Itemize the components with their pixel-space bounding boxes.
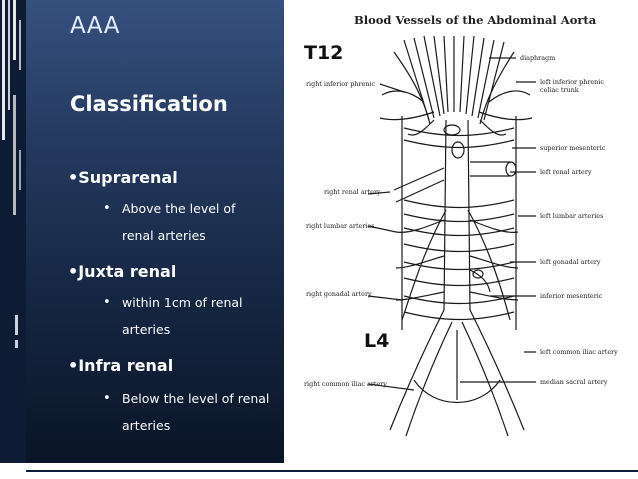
label-left-renal-artery: left renal artery	[540, 168, 592, 176]
left-panel: AAA Classification •Suprarenal • Above t…	[0, 0, 284, 463]
suprarenal-desc-line2: renal arteries	[122, 228, 206, 243]
footer-line	[26, 470, 638, 472]
vertebra-label-t12: T12	[304, 42, 344, 64]
label-left-inferior-phrenic: left inferior phrenic	[540, 78, 604, 86]
sub-bullet-dot: •	[103, 295, 111, 310]
sub-bullet-dot: •	[103, 201, 111, 216]
juxta-renal-desc-line2: arteries	[122, 322, 171, 337]
label-right-common-iliac: right common iliac artery	[304, 380, 387, 388]
juxta-renal-desc-line1: within 1cm of renal	[122, 295, 243, 310]
decorative-stripes	[0, 0, 26, 463]
vertebra-label-l4: L4	[364, 330, 390, 352]
label-left-gonadal-artery: left gonadal artery	[540, 258, 601, 266]
bullet-infra-renal: •Infra renal	[68, 356, 174, 375]
label-celiac-trunk: celiac trunk	[540, 86, 579, 94]
diagram-title: Blood Vessels of the Abdominal Aorta	[354, 13, 597, 27]
label-right-inferior-phrenic: right inferior phrenic	[306, 80, 376, 88]
label-left-common-iliac: left common iliac artery	[540, 348, 618, 356]
label-diaphragm: diaphragm	[520, 54, 556, 62]
label-right-renal-artery: right renal artery	[324, 188, 381, 196]
label-left-lumbar-arteries: left lumbar arteries	[540, 212, 604, 220]
suprarenal-desc-line1: Above the level of	[122, 201, 236, 216]
label-right-lumbar-arteries: right lumbar arteries	[306, 222, 375, 230]
label-right-gonadal-artery: right gonadal artery	[306, 290, 372, 298]
label-inferior-mesenteric: inferior mesenteric	[540, 292, 603, 300]
aorta-illustration	[367, 35, 536, 437]
infra-renal-desc-line2: arteries	[122, 418, 171, 433]
label-superior-mesenteric: superior mesenteric	[540, 144, 606, 152]
bullet-suprarenal: •Suprarenal	[68, 168, 178, 187]
infra-renal-desc-line1: Below the level of renal	[122, 391, 270, 406]
slide-title: AAA	[70, 13, 120, 39]
sub-bullet-dot: •	[103, 391, 111, 406]
section-heading: Classification	[70, 92, 228, 116]
aorta-diagram: Blood Vessels of the Abdominal Aorta T12…	[284, 0, 638, 463]
bullet-juxta-renal: •Juxta renal	[68, 262, 177, 281]
label-median-sacral: median sacral artery	[540, 378, 608, 386]
